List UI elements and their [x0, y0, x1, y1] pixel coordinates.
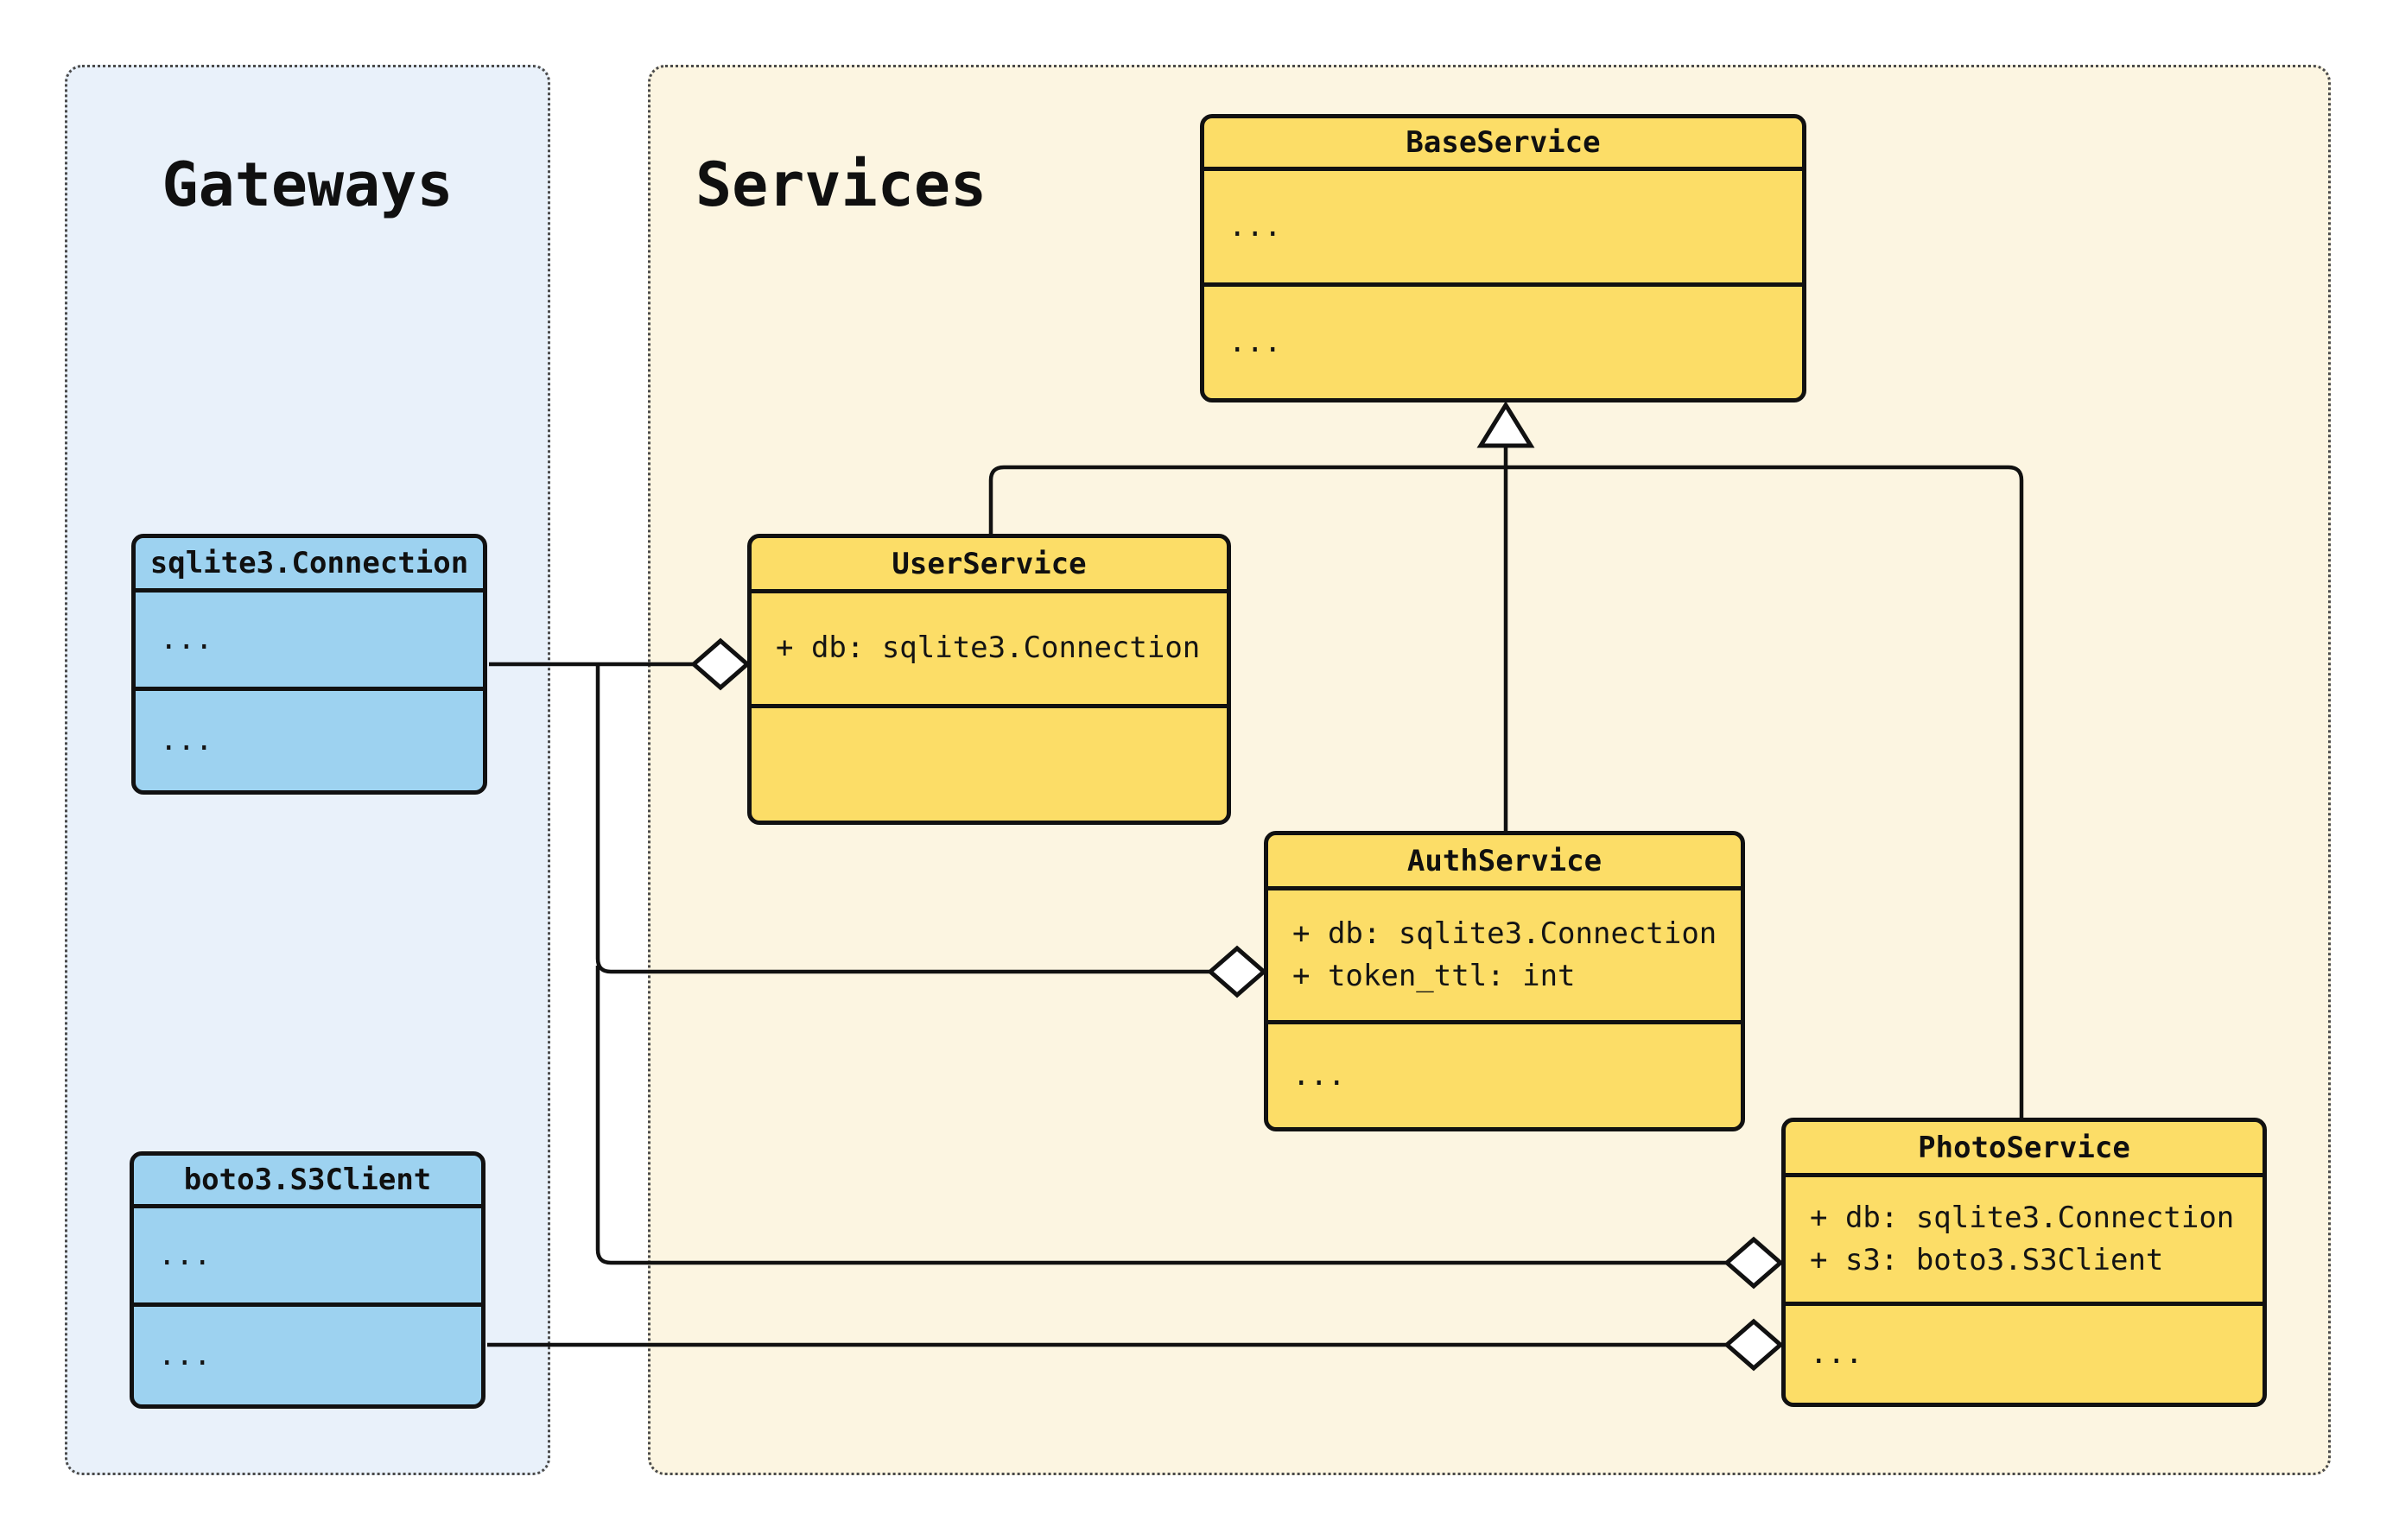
class-box-sqlite3-connection: sqlite3.Connection ... ...: [131, 534, 487, 795]
class-methods-section: ...: [1786, 1302, 2263, 1403]
method-line: ...: [158, 1337, 212, 1372]
class-methods-section: ...: [134, 1302, 481, 1404]
attribute-line: + s3: boto3.S3Client: [1810, 1243, 2164, 1277]
aggregation-sqlite-authservice-line: [595, 664, 1210, 974]
aggregation-diamond-authservice-icon: [1207, 945, 1267, 998]
attribute-line: + token_ttl: int: [1292, 959, 1576, 993]
class-box-userservice: UserService + db: sqlite3.Connection: [747, 534, 1231, 825]
attribute-line: ...: [158, 1237, 212, 1272]
aggregation-sqlite-photoservice-line: [595, 966, 1727, 1265]
class-methods-section: ...: [1204, 282, 1802, 398]
method-line: ...: [1810, 1336, 1863, 1372]
class-title: sqlite3.Connection: [149, 546, 469, 580]
class-title: boto3.S3Client: [183, 1163, 432, 1197]
class-attributes-section: + db: sqlite3.Connection: [752, 589, 1227, 704]
method-line: ...: [160, 722, 213, 757]
aggregation-diamond-userservice-icon: [690, 637, 751, 691]
attribute-line: + db: sqlite3.Connection: [776, 631, 1201, 666]
aggregation-diamond-photoservice-s3-icon: [1723, 1318, 1784, 1372]
inheritance-triangle-icon: [1476, 401, 1535, 448]
class-title: UserService: [892, 546, 1087, 581]
class-attributes-section: ...: [136, 588, 483, 687]
attribute-line: ...: [160, 621, 213, 656]
method-line: ...: [1292, 1057, 1346, 1093]
attribute-line: + db: sqlite3.Connection: [1810, 1200, 2235, 1235]
class-title: AuthService: [1406, 843, 1603, 878]
services-panel-title: Services: [695, 149, 987, 220]
class-box-photoservice: PhotoService + db: sqlite3.Connection + …: [1781, 1118, 2267, 1407]
class-attributes-section: ...: [134, 1204, 481, 1302]
gateways-panel-title: Gateways: [162, 149, 454, 220]
class-attributes-section: ...: [1204, 167, 1802, 282]
aggregation-diamond-photoservice-db-icon: [1723, 1236, 1784, 1290]
class-title: BaseService: [1406, 125, 1601, 160]
class-box-baseservice: BaseService ... ...: [1200, 114, 1806, 402]
class-methods-section: [752, 704, 1227, 821]
class-methods-section: ...: [136, 687, 483, 790]
class-box-authservice: AuthService + db: sqlite3.Connection + t…: [1264, 831, 1745, 1131]
class-attributes-section: + db: sqlite3.Connection + s3: boto3.S3C…: [1786, 1173, 2263, 1302]
attribute-line: ...: [1228, 208, 1282, 244]
method-line: ...: [1228, 324, 1282, 359]
attribute-line: + db: sqlite3.Connection: [1292, 916, 1717, 951]
class-attributes-section: + db: sqlite3.Connection + token_ttl: in…: [1268, 886, 1741, 1020]
class-methods-section: ...: [1268, 1020, 1741, 1127]
class-box-boto3-s3client: boto3.S3Client ... ...: [130, 1151, 486, 1409]
class-title: PhotoService: [1918, 1130, 2130, 1165]
